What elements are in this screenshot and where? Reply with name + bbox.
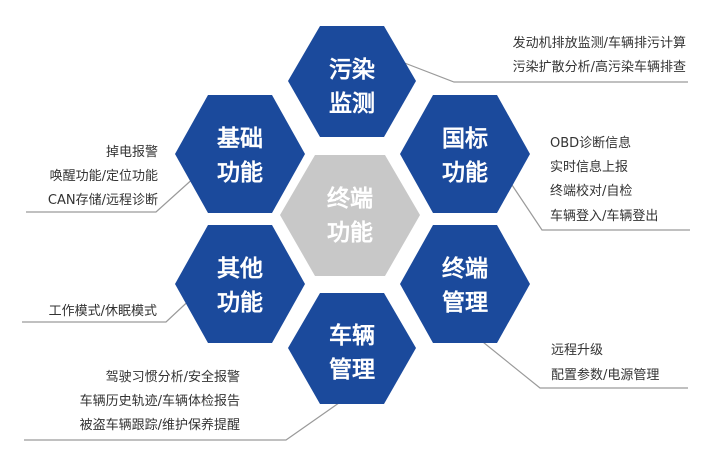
hex-other-shape xyxy=(175,225,305,343)
hex-national-shape xyxy=(400,95,530,213)
desc-pollution: 发动机排放监测/车辆排污计算 污染扩散分析/高污染车辆排查 xyxy=(513,35,686,75)
hex-vehicle-mgmt-shape xyxy=(288,293,416,404)
hex-vehicle-mgmt-line-1: 车辆 xyxy=(329,322,375,349)
hex-pollution-line-1: 污染 xyxy=(329,56,375,83)
desc-vehicle-mgmt-line: 车辆历史轨迹/车辆体检报告 xyxy=(80,393,240,409)
hex-terminal-mgmt-line-2: 管理 xyxy=(442,289,488,316)
hex-basic-shape xyxy=(175,95,305,213)
desc-basic-line: 掉电报警 xyxy=(106,144,158,160)
center-hex-shape xyxy=(280,155,420,276)
center-hex-line-2: 功能 xyxy=(327,219,373,246)
desc-vehicle-mgmt: 驾驶习惯分析/安全报警 车辆历史轨迹/车辆体检报告 被盗车辆跟踪/维护保养提醒 xyxy=(80,369,240,433)
hex-basic[interactable]: 基础 功能 xyxy=(175,95,305,213)
connector-vehicle-mgmt xyxy=(24,397,347,441)
desc-terminal-mgmt: 远程升级 配置参数/电源管理 xyxy=(551,343,659,383)
desc-pollution-line: 污染扩散分析/高污染车辆排查 xyxy=(513,59,686,75)
desc-national-line: 实时信息上报 xyxy=(550,159,628,175)
desc-vehicle-mgmt-line: 驾驶习惯分析/安全报警 xyxy=(106,369,240,385)
desc-other-line: 工作模式/休眠模式 xyxy=(49,304,157,319)
desc-basic: 掉电报警 唤醒功能/定位功能 CAN存储/远程诊断 xyxy=(48,144,158,208)
desc-national-line: OBD诊断信息 xyxy=(550,135,631,151)
hex-other[interactable]: 其他 功能 xyxy=(175,225,305,343)
desc-basic-line: 唤醒功能/定位功能 xyxy=(50,169,158,184)
center-hex: 终端 功能 xyxy=(280,155,420,276)
hex-pollution[interactable]: 污染 监测 xyxy=(288,26,416,137)
hex-pollution-line-2: 监测 xyxy=(329,91,375,117)
desc-national-line: 车辆登入/车辆登出 xyxy=(550,208,658,224)
desc-terminal-mgmt-line: 远程升级 xyxy=(551,343,603,358)
desc-national-line: 终端校对/自检 xyxy=(550,183,632,199)
desc-terminal-mgmt-line: 配置参数/电源管理 xyxy=(551,367,659,383)
hex-terminal-mgmt[interactable]: 终端 管理 xyxy=(400,225,530,343)
hex-pollution-shape xyxy=(288,26,416,137)
desc-other: 工作模式/休眠模式 xyxy=(49,304,157,319)
connector-pollution xyxy=(401,61,688,83)
hex-terminal-mgmt-shape xyxy=(400,225,530,343)
hex-national[interactable]: 国标 功能 xyxy=(400,95,530,213)
hex-national-line-1: 国标 xyxy=(442,126,488,152)
center-hex-line-1: 终端 xyxy=(327,185,373,212)
connector-national xyxy=(505,175,690,231)
desc-pollution-line: 发动机排放监测/车辆排污计算 xyxy=(513,35,686,51)
hex-vehicle-mgmt-line-2: 管理 xyxy=(329,356,375,383)
connector-terminal-mgmt xyxy=(467,329,688,389)
desc-basic-line: CAN存储/远程诊断 xyxy=(48,193,158,208)
desc-vehicle-mgmt-line: 被盗车辆跟踪/维护保养提醒 xyxy=(80,417,240,433)
desc-national: OBD诊断信息 实时信息上报 终端校对/自检 车辆登入/车辆登出 xyxy=(550,135,658,224)
hex-terminal-mgmt-line-1: 终端 xyxy=(442,255,488,282)
connector-basic xyxy=(26,175,197,213)
hex-vehicle-mgmt[interactable]: 车辆 管理 xyxy=(288,293,416,404)
hex-other-line-2: 功能 xyxy=(217,289,263,316)
hex-national-line-2: 功能 xyxy=(442,159,488,186)
hex-basic-line-1: 基础 xyxy=(217,126,263,152)
hex-basic-line-2: 功能 xyxy=(217,159,263,186)
hex-other-line-1: 其他 xyxy=(217,256,263,282)
